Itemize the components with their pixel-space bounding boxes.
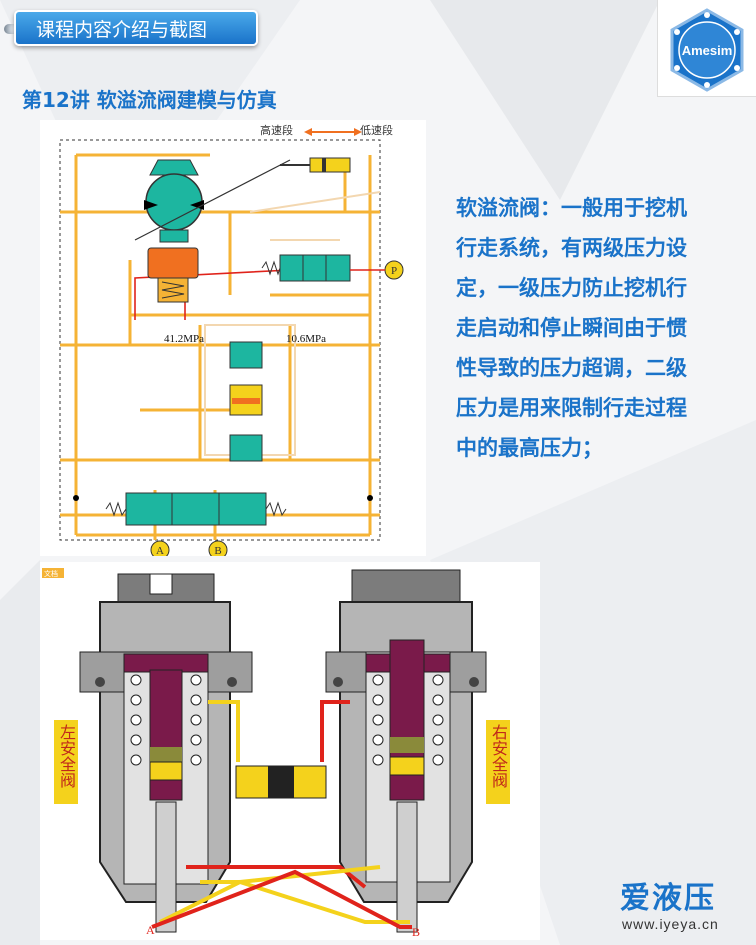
amesim-logo: Amesim xyxy=(657,0,756,97)
description-text: 软溢流阀：一般用于挖机 行走系统，有两级压力设 定，一级压力防止挖机行 走启动和… xyxy=(456,188,732,468)
description-line: 性导致的压力超调，二级 xyxy=(456,356,687,380)
description-line: 中的最高压力； xyxy=(456,436,603,460)
right-valve-label: 右安全阀 xyxy=(489,724,508,788)
port-p-label: P xyxy=(391,265,397,277)
section-title-tab: 课程内容介绍与截图 xyxy=(14,10,258,46)
logo-text: Amesim xyxy=(682,43,733,58)
port-a-label: A xyxy=(156,545,164,556)
label-pressure-high: 41.2MPa xyxy=(164,333,204,345)
description-line: 走启动和停止瞬间由于惯 xyxy=(456,316,687,340)
label-low-speed: 低速段 xyxy=(360,123,393,137)
hydraulic-schematic: 高速段 低速段 P 41.2MPa 10.6MPa xyxy=(40,120,426,560)
label-high-speed: 高速段 xyxy=(260,123,293,137)
description-line: 行走系统，有两级压力设 xyxy=(456,236,687,260)
footer-brand-logo: 爱液压 www.iyeya.cn xyxy=(610,882,756,945)
port-b-label: B xyxy=(214,545,221,556)
schematic-diagram: 高速段 低速段 P 41.2MPa 10.6MPa xyxy=(59,123,404,560)
left-valve xyxy=(79,573,253,933)
doc-tag: 文档 xyxy=(44,569,58,578)
amesim-logo-icon: Amesim xyxy=(670,8,744,92)
description-line: 定，一级压力防止挖机行 xyxy=(456,276,687,300)
valve-section-diagram: 文档 xyxy=(42,568,510,939)
lecture-title: 第12讲 软溢流阀建模与仿真 xyxy=(22,88,277,112)
label-pressure-low: 10.6MPa xyxy=(286,333,326,345)
left-valve-label: 左安全阀 xyxy=(57,724,76,788)
valve-port-a: A xyxy=(146,923,155,937)
description-line: 压力是用来限制行走过程 xyxy=(456,396,687,420)
valve-port-b: B xyxy=(412,925,420,939)
description-line: 软溢流阀：一般用于挖机 xyxy=(456,196,687,220)
brand-name: 爱液压 xyxy=(620,881,716,916)
section-title: 课程内容介绍与截图 xyxy=(36,19,208,41)
brand-url: www.iyeya.cn xyxy=(622,916,719,932)
right-valve xyxy=(325,569,487,933)
valve-cross-section: 文档 xyxy=(40,562,540,940)
